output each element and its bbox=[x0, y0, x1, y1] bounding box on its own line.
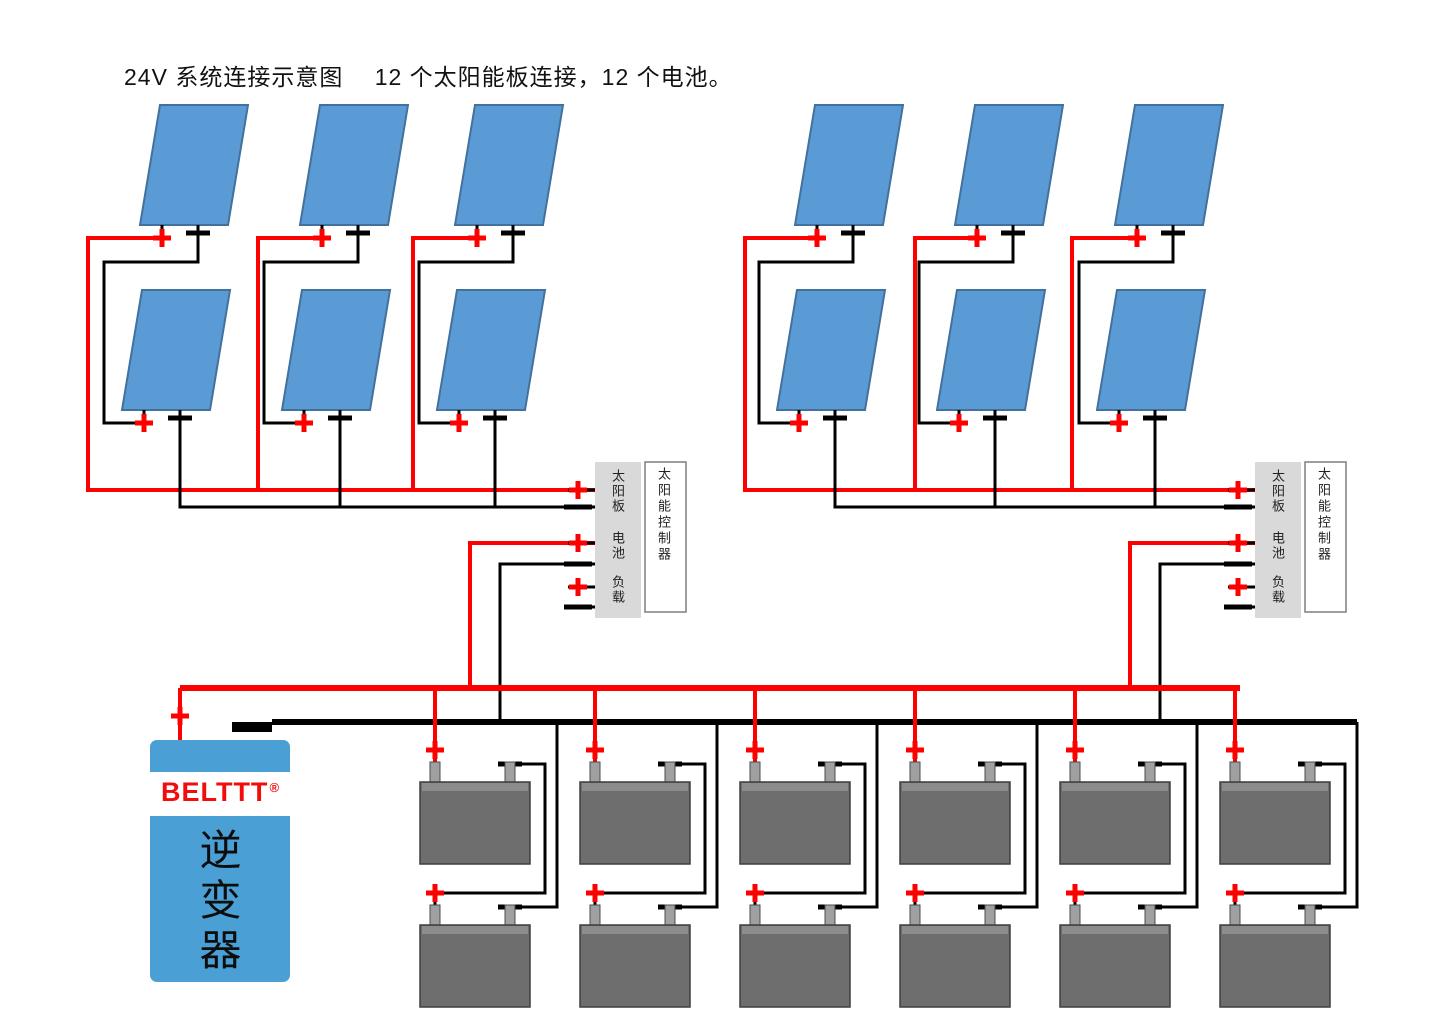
left-controller-pv-label: 太阳板 bbox=[610, 469, 625, 514]
battery bbox=[419, 904, 531, 1008]
left-controller-load-label: 负载 bbox=[610, 575, 625, 605]
inverter-brand: BELTTT® bbox=[152, 777, 288, 808]
right-array-black-wires bbox=[757, 233, 1255, 509]
right-solar-array bbox=[777, 105, 1223, 432]
dc-bus-bars bbox=[178, 685, 1357, 740]
battery bbox=[899, 761, 1011, 865]
battery bbox=[1059, 904, 1171, 1008]
battery bbox=[579, 761, 691, 865]
solar-panel bbox=[1097, 290, 1205, 432]
inverter-brand-text: BELTTT bbox=[160, 777, 269, 807]
left-controller-battery-label: 电池 bbox=[610, 531, 625, 561]
solar-panel bbox=[140, 105, 248, 247]
left-array-black-wires bbox=[102, 233, 595, 509]
solar-panel bbox=[300, 105, 408, 247]
solar-panel bbox=[282, 290, 390, 432]
battery bbox=[1059, 761, 1171, 865]
battery bbox=[899, 904, 1011, 1008]
diagram-title: 24V 系统连接示意图 12 个太阳能板连接，12 个电池。 bbox=[124, 64, 733, 90]
battery-bank-series-links bbox=[433, 762, 1347, 905]
solar-panel bbox=[455, 105, 563, 247]
right-array-red-wires bbox=[743, 236, 1255, 492]
solar-panel bbox=[937, 290, 1045, 432]
right-controller-load-label: 负载 bbox=[1270, 575, 1285, 605]
inverter bbox=[150, 740, 290, 982]
battery bbox=[739, 904, 851, 1008]
left-charge-controller bbox=[564, 461, 687, 618]
left-controller-name: 太阳能控制器 bbox=[656, 467, 671, 563]
battery bbox=[1219, 761, 1331, 865]
solar-panel bbox=[795, 105, 903, 247]
solar-panel bbox=[955, 105, 1063, 247]
battery-bank-negative-returns bbox=[510, 722, 1359, 909]
battery bbox=[579, 904, 691, 1008]
solar-panel bbox=[437, 290, 545, 432]
solar-panel bbox=[122, 290, 230, 432]
right-controller-pv-label: 太阳板 bbox=[1270, 469, 1285, 514]
inverter-label: 逆变器 bbox=[194, 828, 241, 978]
right-charge-controller bbox=[1224, 461, 1347, 618]
battery bbox=[739, 761, 851, 865]
registered-trademark-icon: ® bbox=[269, 780, 281, 795]
controller-battery-wires bbox=[468, 541, 1255, 722]
battery bbox=[419, 761, 531, 865]
battery bbox=[1219, 904, 1331, 1008]
solar-panel bbox=[777, 290, 885, 432]
solar-panel bbox=[1115, 105, 1223, 247]
right-controller-name: 太阳能控制器 bbox=[1316, 467, 1331, 563]
left-solar-array bbox=[122, 105, 563, 432]
right-controller-battery-label: 电池 bbox=[1270, 531, 1285, 561]
